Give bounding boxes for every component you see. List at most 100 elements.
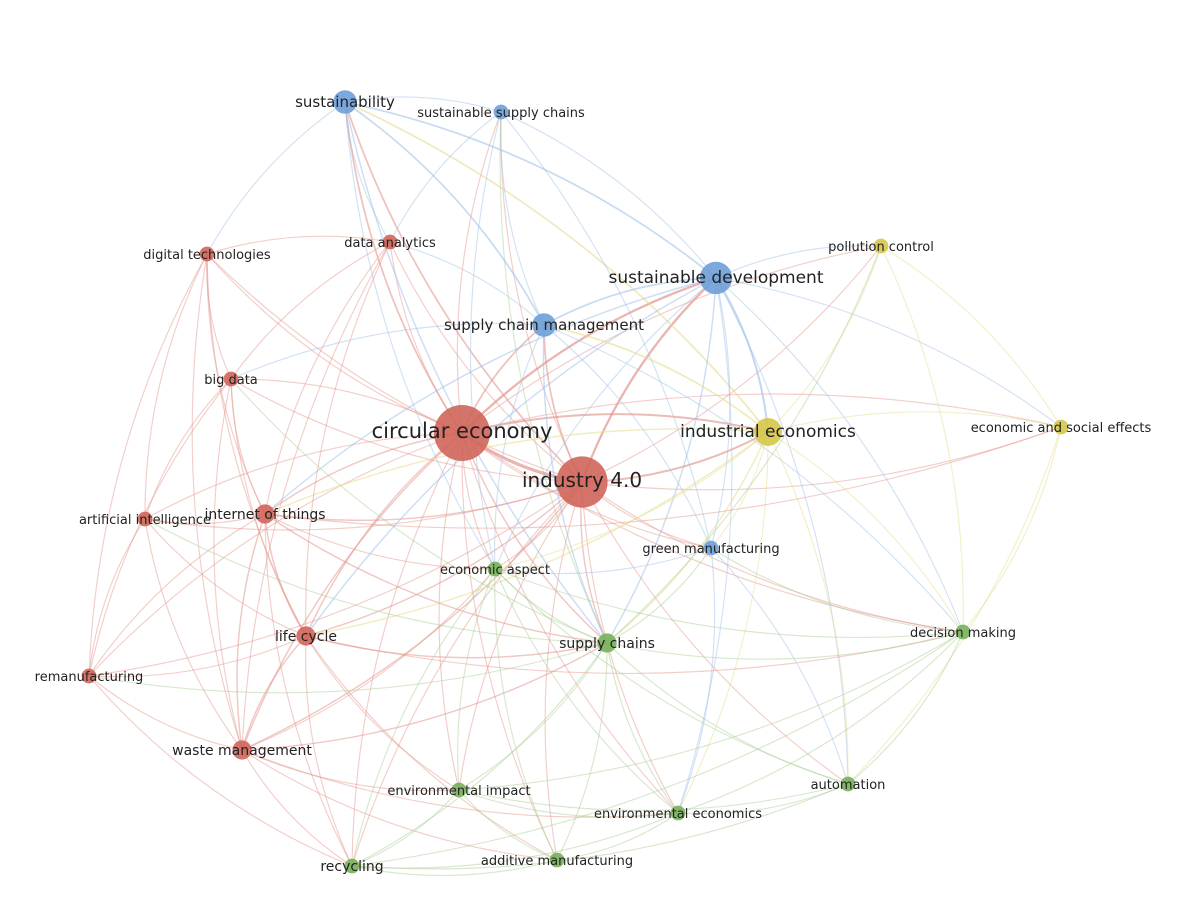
node-economic-and-social-effects[interactable] xyxy=(1053,419,1069,435)
link-industrial-economics--green-manufacturing xyxy=(710,431,769,549)
node-circular-economy[interactable] xyxy=(434,405,490,461)
node-supply-chains[interactable] xyxy=(597,633,617,653)
link-life-cycle--waste-management xyxy=(241,635,307,751)
link-sustainable-development--green-manufacturing xyxy=(710,277,731,549)
link-sustainability--supply-chains xyxy=(344,101,608,644)
link-circular-economy--industrial-economics xyxy=(461,413,769,434)
link-industry-4-0--automation xyxy=(581,481,849,785)
link-digital-technologies--waste-management xyxy=(191,253,243,751)
node-artificial-intelligence[interactable] xyxy=(137,511,153,527)
link-big-data--waste-management xyxy=(213,378,243,751)
link-internet-of-things--artificial-intelligence xyxy=(144,513,266,525)
link-life-cycle--additive-manufacturing xyxy=(305,635,558,861)
node-supply-chain-management[interactable] xyxy=(532,313,556,337)
node-label-remanufacturing: remanufacturing xyxy=(35,670,144,685)
link-sustainability--economic-aspect xyxy=(344,101,496,570)
link-supply-chain-management--big-data xyxy=(230,322,545,380)
node-big-data[interactable] xyxy=(223,371,239,387)
link-data-analytics--internet-of-things xyxy=(264,241,391,515)
link-environmental-impact--automation xyxy=(458,783,849,811)
link-circular-economy--sustainability xyxy=(344,101,463,434)
node-data-analytics[interactable] xyxy=(382,234,398,250)
link-pollution-control--decision-making xyxy=(880,245,964,633)
node-label-pollution-control: pollution control xyxy=(828,240,934,255)
node-industrial-economics[interactable] xyxy=(754,418,782,446)
node-label-artificial-intelligence: artificial intelligence xyxy=(79,513,211,528)
link-digital-technologies--artificial-intelligence xyxy=(144,253,208,520)
link-circular-economy--supply-chains xyxy=(461,432,608,644)
node-life-cycle[interactable] xyxy=(296,626,316,646)
node-sustainability[interactable] xyxy=(333,90,357,114)
node-pollution-control[interactable] xyxy=(873,238,889,254)
link-economic-aspect--environmental-impact xyxy=(457,568,496,791)
node-label-life-cycle: life cycle xyxy=(275,629,337,645)
node-label-sustainable-supply-chains: sustainable supply chains xyxy=(417,106,585,121)
link-sustainable-development--supply-chain-management xyxy=(543,277,717,326)
link-industry-4-0--internet-of-things xyxy=(264,481,583,522)
link-environmental-economics--automation xyxy=(677,783,849,815)
link-economic-aspect--recycling xyxy=(351,568,496,867)
link-industrial-economics--automation xyxy=(767,431,849,785)
node-additive-manufacturing[interactable] xyxy=(549,852,565,868)
link-industry-4-0--economic-and-social-effects xyxy=(581,426,1062,491)
node-green-manufacturing[interactable] xyxy=(703,540,719,556)
link-waste-management--environmental-impact xyxy=(241,749,460,792)
link-sustainability--sustainable-supply-chains xyxy=(344,96,502,113)
link-green-manufacturing--economic-aspect xyxy=(494,547,712,575)
node-sustainable-supply-chains[interactable] xyxy=(493,104,509,120)
link-supply-chain-management--decision-making xyxy=(543,324,964,633)
node-label-industrial-economics: industrial economics xyxy=(680,422,856,442)
link-internet-of-things--recycling xyxy=(264,513,353,867)
link-big-data--artificial-intelligence xyxy=(144,378,232,520)
node-digital-technologies[interactable] xyxy=(199,246,215,262)
node-environmental-economics[interactable] xyxy=(670,805,686,821)
link-circular-economy--waste-management xyxy=(241,432,463,751)
link-supply-chain-management--supply-chains xyxy=(542,324,608,644)
link-economic-aspect--additive-manufacturing xyxy=(494,568,558,861)
link-remanufacturing--waste-management xyxy=(88,675,243,751)
link-recycling--additive-manufacturing xyxy=(351,859,558,877)
node-environmental-impact[interactable] xyxy=(451,782,467,798)
link-industry-4-0--sustainability xyxy=(344,101,583,483)
node-sustainable-development[interactable] xyxy=(699,261,733,295)
link-artificial-intelligence--life-cycle xyxy=(144,518,307,637)
node-label-automation: automation xyxy=(811,778,886,793)
link-sustainability--data-analytics xyxy=(344,101,391,243)
link-internet-of-things--economic-aspect xyxy=(264,513,496,570)
link-sustainable-development--industrial-economics xyxy=(715,277,769,433)
link-supply-chain-management--data-analytics xyxy=(389,241,545,326)
link-supply-chains--environmental-economics xyxy=(606,642,679,814)
node-internet-of-things[interactable] xyxy=(255,504,275,524)
link-data-analytics--life-cycle xyxy=(305,241,391,637)
link-internet-of-things--life-cycle xyxy=(264,513,307,637)
link-life-cycle--environmental-impact xyxy=(305,635,460,791)
link-industrial-economics--economic-and-social-effects xyxy=(767,411,1062,433)
node-label-decision-making: decision making xyxy=(910,626,1016,641)
link-waste-management--environmental-economics xyxy=(241,749,679,818)
link-sustainable-development--economic-aspect xyxy=(494,277,717,570)
node-label-green-manufacturing: green manufacturing xyxy=(642,542,779,557)
node-industry-4-0[interactable] xyxy=(556,456,608,508)
node-decision-making[interactable] xyxy=(955,624,971,640)
link-circular-economy--big-data xyxy=(230,378,463,434)
node-label-data-analytics: data analytics xyxy=(344,236,436,251)
link-digital-technologies--big-data xyxy=(206,253,232,380)
node-recycling[interactable] xyxy=(344,858,360,874)
node-remanufacturing[interactable] xyxy=(81,668,97,684)
link-digital-technologies--data-analytics xyxy=(206,235,391,255)
link-supply-chain-management--industrial-economics xyxy=(543,324,769,433)
link-remanufacturing--supply-chains xyxy=(88,642,608,694)
node-economic-aspect[interactable] xyxy=(487,561,503,577)
node-label-industry-4-0: industry 4.0 xyxy=(522,468,642,492)
link-data-analytics--big-data xyxy=(230,241,391,380)
link-industry-4-0--big-data xyxy=(230,378,583,483)
link-data-analytics--waste-management xyxy=(241,241,391,751)
link-circular-economy--artificial-intelligence xyxy=(144,432,463,520)
link-circular-economy--additive-manufacturing xyxy=(461,432,558,861)
link-circular-economy--remanufacturing xyxy=(88,432,463,677)
link-waste-management--additive-manufacturing xyxy=(241,749,558,861)
link-supply-chains--automation xyxy=(606,642,849,785)
node-automation[interactable] xyxy=(840,776,856,792)
node-waste-management[interactable] xyxy=(232,740,252,760)
